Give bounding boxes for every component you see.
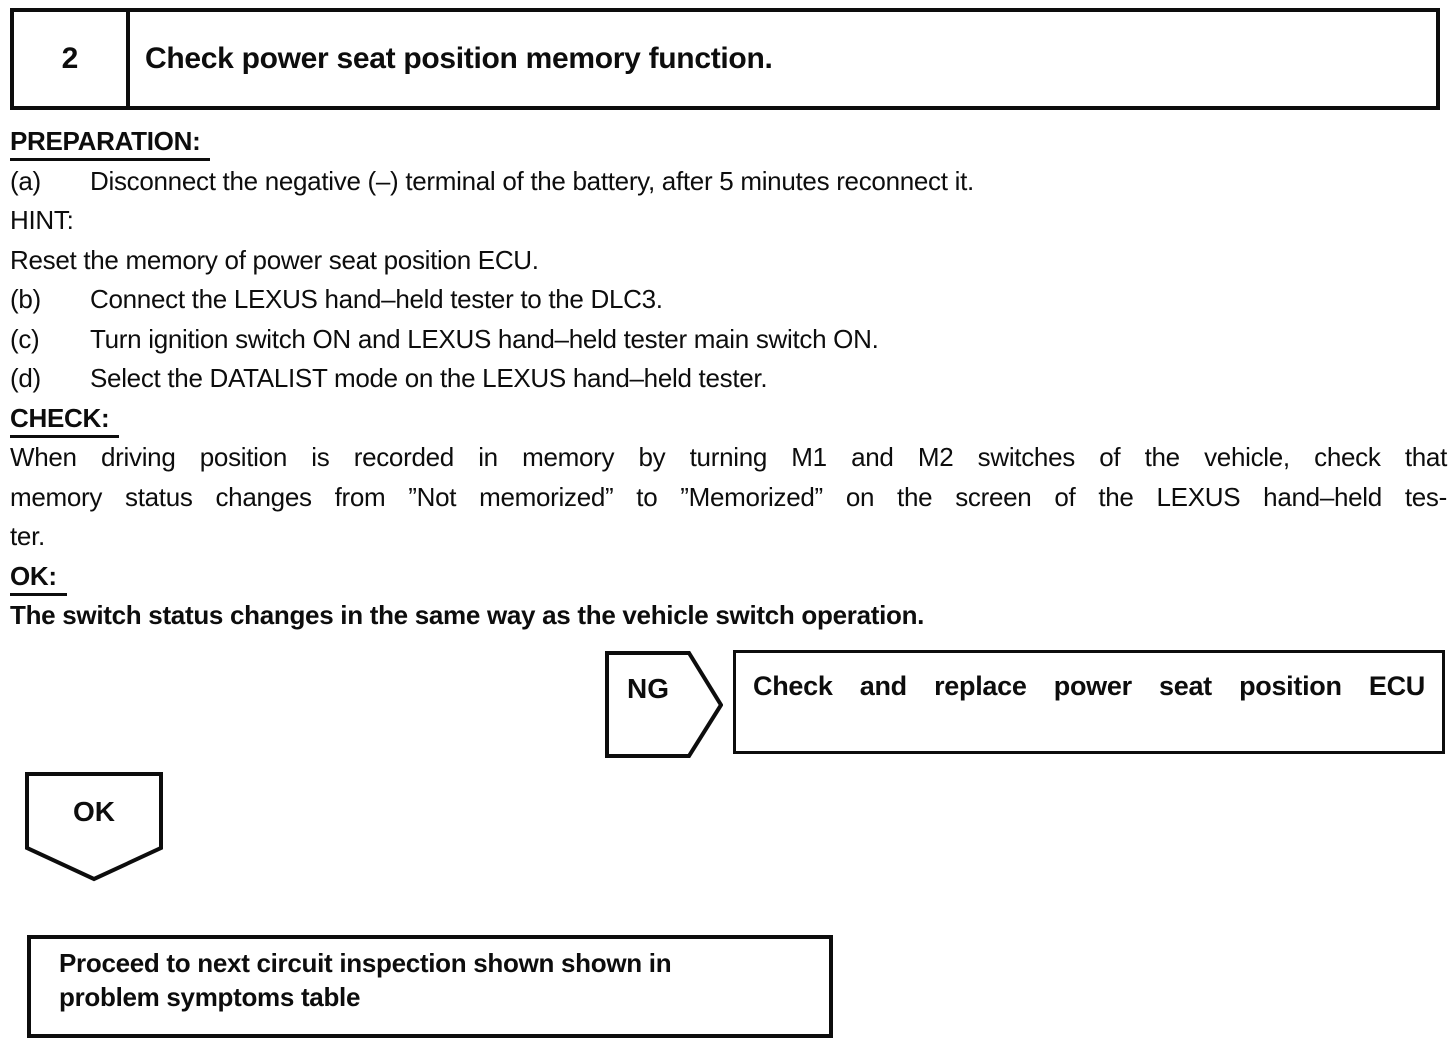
ng-connector-label: NG — [627, 673, 669, 704]
ok-heading: OK: — [10, 557, 1447, 597]
ng-action-text: Check and replace power seat position EC… — [753, 671, 1425, 701]
check-text-line2: memory status changes from ”Not memorize… — [10, 481, 1447, 512]
hint-text: Reset the memory of power seat position … — [10, 244, 539, 275]
step-number: 2 — [14, 12, 130, 106]
step-a: (a) Disconnect the negative (–) terminal… — [10, 162, 1447, 202]
step-title: Check power seat position memory functio… — [145, 42, 773, 75]
step-header-box: 2 Check power seat position memory funct… — [10, 8, 1440, 110]
step-a-label: (a) — [10, 165, 41, 196]
procedure-text: PREPARATION: (a) Disconnect the negative… — [10, 122, 1447, 636]
step-b-label: (b) — [10, 284, 41, 314]
step-c: (c) Turn ignition switch ON and LEXUS ha… — [10, 320, 1447, 360]
step-b-text: Connect the LEXUS hand–held tester to th… — [90, 284, 663, 314]
step-c-text: Turn ignition switch ON and LEXUS hand–h… — [90, 323, 879, 354]
hint-heading: HINT: — [10, 205, 74, 235]
step-d-label: (d) — [10, 363, 41, 393]
step-d: (d) Select the DATALIST mode on the LEXU… — [10, 359, 1447, 399]
ok-criteria: The switch status changes in the same wa… — [10, 600, 925, 630]
ng-pentagon-icon — [605, 651, 723, 758]
ok-result-line1: Proceed to next circuit inspection shown… — [59, 948, 672, 978]
step-d-text: Select the DATALIST mode on the LEXUS ha… — [90, 363, 768, 393]
check-text-line3: ter. — [10, 521, 45, 551]
ok-result-line2: problem symptoms table — [59, 982, 361, 1012]
preparation-heading: PREPARATION: — [10, 122, 1447, 162]
check-text-line1: When driving position is recorded in mem… — [10, 442, 1447, 472]
ok-pentagon-icon — [25, 772, 163, 882]
ng-action-box: Check and replace power seat position EC… — [733, 650, 1445, 754]
step-b: (b) Connect the LEXUS hand–held tester t… — [10, 280, 1447, 320]
ok-connector-label: OK — [73, 796, 115, 827]
step-c-label: (c) — [10, 323, 40, 354]
check-heading: CHECK: — [10, 399, 1447, 439]
ok-result-box: Proceed to next circuit inspection shown… — [27, 935, 833, 1038]
ok-connector: OK — [25, 772, 163, 882]
ng-connector: NG — [605, 651, 723, 758]
step-a-text: Disconnect the negative (–) terminal of … — [90, 165, 974, 196]
